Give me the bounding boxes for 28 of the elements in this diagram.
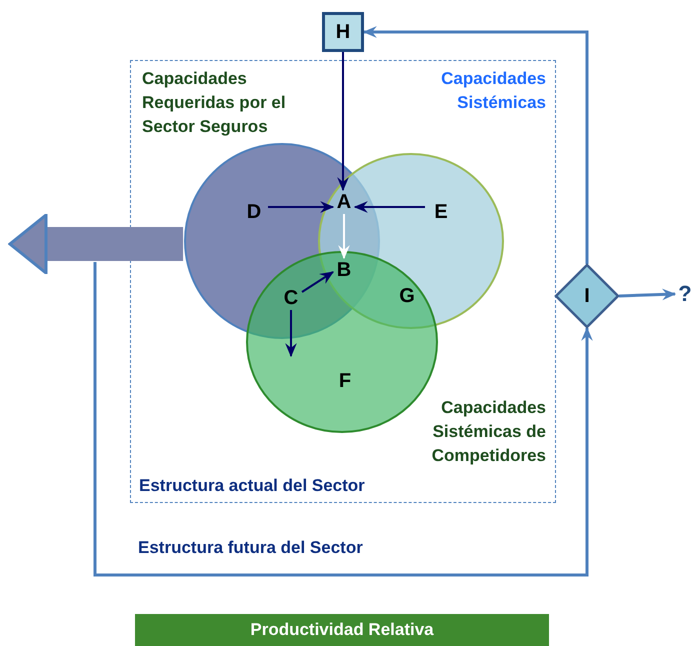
heading-text: Capacidades Sistémicas [440, 68, 546, 114]
dashed-frame [130, 60, 556, 503]
decision-diamond: I [555, 264, 619, 328]
arrow [618, 288, 676, 300]
frame-title: Estructura actual del Sector [139, 475, 365, 497]
arrow [338, 214, 350, 260]
circle [318, 153, 504, 329]
heading-text: Capacidades Sistémicas de Competidores [430, 397, 546, 467]
heading-text: Estructura futura del Sector [138, 537, 363, 559]
block-arrow [8, 214, 184, 274]
letter-label: A [333, 190, 355, 214]
arrow [94, 262, 593, 576]
letter-label: D [239, 200, 269, 224]
arrow [337, 52, 349, 192]
letter-label: B [333, 258, 355, 282]
letter-label: F [332, 369, 358, 393]
arrow [354, 201, 425, 213]
letter-label: C [280, 286, 302, 310]
arrow [268, 201, 334, 213]
question-mark: ? [675, 280, 695, 308]
arrow [285, 310, 297, 358]
process-box: H [322, 12, 364, 52]
heading-text: Capacidades Requeridas por el Sector Seguros [142, 68, 287, 138]
letter-label: E [426, 200, 456, 224]
letter-label: G [395, 284, 419, 308]
arrow [301, 271, 334, 293]
title-bar: Productividad Relativa [135, 614, 549, 646]
arrow [362, 26, 588, 264]
